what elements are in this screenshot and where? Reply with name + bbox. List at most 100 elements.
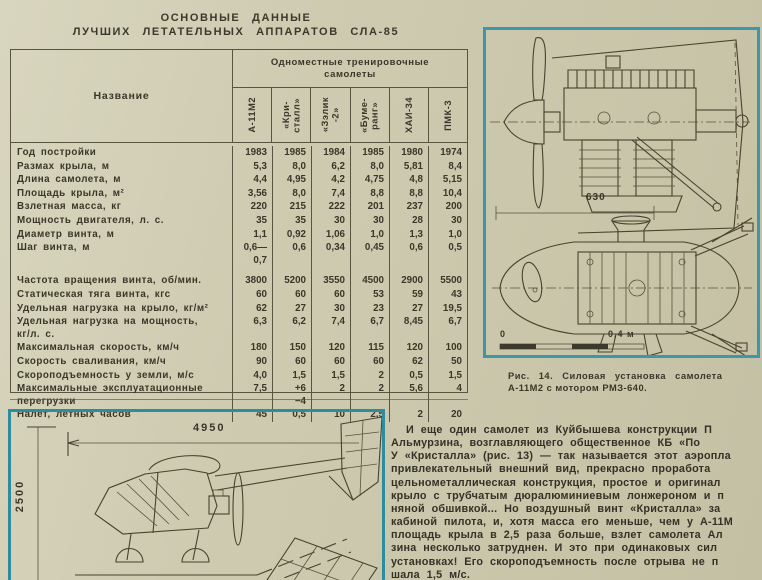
article-line: установках! Его скороподъемность после о… <box>391 555 719 568</box>
table-cell: 1983 <box>245 147 267 158</box>
table-cell: 30 <box>350 213 389 228</box>
column-header-label: «Зэлик -2» <box>319 97 341 133</box>
row-label: Год постройки <box>11 146 233 160</box>
group-header-block: Одноместные тренировочные самолеты А-11М… <box>233 50 467 142</box>
article-line: шала 1,5 м/с. <box>391 568 471 580</box>
table-cell: 53 <box>350 287 389 302</box>
article-line: цельнометаллическая конструкция, простое… <box>391 476 721 489</box>
table-header: Название Одноместные тренировочные самол… <box>11 50 467 143</box>
figure-13-frame: 4950 2500 <box>8 409 385 580</box>
table-bottom-rule <box>10 399 468 400</box>
table-cell: 4,0 <box>253 369 267 381</box>
table-cell: 62 <box>389 354 428 369</box>
table-cell: 2 <box>350 382 389 409</box>
article-line: зина несколько затруднен. И это при один… <box>391 542 718 555</box>
table-cell: 35 <box>256 214 267 226</box>
table-cell: 90 <box>256 355 267 367</box>
table-cell: 6,2 <box>311 159 350 174</box>
table-cell: 1,5 <box>428 368 467 383</box>
table-cell: 1,3 <box>389 227 428 242</box>
row-label: Мощность двигателя, л. с. <box>11 213 233 228</box>
table-cell: 1980 <box>389 146 428 160</box>
article-line: кабиной пилота, и, хотя масса его меньше… <box>391 516 734 529</box>
table-cell: 8,8 <box>389 186 428 201</box>
article-line: И еще один самолет из Куйбышева конструк… <box>406 424 713 436</box>
article-line: У «Кристалла» (рис. 13) — так называется… <box>391 450 731 463</box>
title-line-1: ОСНОВНЫЕ ДАННЫЕ <box>160 12 312 24</box>
table-cell: 59 <box>389 287 428 302</box>
table-cell: 5,81 <box>389 159 428 174</box>
table-cell: +6 −4 <box>272 382 311 409</box>
table-cell: 20 <box>428 408 467 422</box>
table-cell: 5,15 <box>428 173 467 187</box>
scale-zero-label: 0 <box>500 329 507 339</box>
article-text-column: И еще один самолет из Куйбышева конструк… <box>391 424 739 580</box>
row-label: Частота вращения винта, об/мин. <box>11 267 233 288</box>
table-cell: 62 <box>256 302 267 314</box>
table-cell: 115 <box>350 341 389 355</box>
row-label: Скороподъемность у земли, м/с <box>11 368 233 383</box>
column-header: ХАИ-34 <box>388 88 428 142</box>
table-cell: 8,4 <box>428 159 467 174</box>
column-header: «Зэлик -2» <box>310 88 349 142</box>
table-cell: 1985 <box>350 146 389 160</box>
table-cell: 4,8 <box>389 173 428 187</box>
row-label: Диаметр винта, м <box>11 227 233 242</box>
table-cell: 1,0 <box>350 227 389 242</box>
table-cell: 7,5 <box>253 383 267 395</box>
table-cell: 60 <box>311 287 350 302</box>
table-cell: 35 <box>272 213 311 228</box>
table-cell: 1,5 <box>311 368 350 383</box>
article-line: крыло с трубчатым дюралюминиевым лонжеро… <box>391 489 725 502</box>
table-cell: 0,5 <box>272 408 311 422</box>
table-cell: 237 <box>389 200 428 214</box>
table-cell: 5500 <box>428 267 467 288</box>
row-label: Скорость сваливания, км/ч <box>11 354 233 369</box>
aircraft-data-table: Название Одноместные тренировочные самол… <box>10 49 468 422</box>
table-cell: 30 <box>311 213 350 228</box>
table-cell: 2 <box>350 368 389 383</box>
article-line: Альмурзина, возглавляющего общественное … <box>391 437 701 450</box>
row-label: Максимальные эксплуатационные перегрузки <box>11 382 233 409</box>
table-cell: 2 <box>389 408 428 422</box>
table-cell: 19,5 <box>428 301 467 316</box>
page-title: ОСНОВНЫЕ ДАННЫЕ ЛУЧШИХ ЛЕТАТЕЛЬНЫХ АППАР… <box>0 11 472 39</box>
table-cell: 200 <box>428 200 467 214</box>
column-header-label: А-11М2 <box>246 97 257 133</box>
table-cell: 120 <box>389 341 428 355</box>
table-column-headers: А-11М2 «Кри- сталл» «Зэлик -2» «Буме- ранг»… <box>233 88 467 142</box>
scale-04m-label: 0,4 м <box>608 329 635 339</box>
table-cell: 222 <box>311 200 350 214</box>
table-cell: 3800 <box>245 275 267 287</box>
row-label: Шаг винта, м <box>11 241 233 268</box>
table-cell: 43 <box>428 287 467 302</box>
row-label: Размах крыла, м <box>11 159 233 174</box>
table-cell: 30 <box>428 213 467 228</box>
table-cell: 1984 <box>311 146 350 160</box>
table-cell: 2,5 <box>350 408 389 422</box>
table-cell: 60 <box>272 354 311 369</box>
row-label: Статическая тяга винта, кгс <box>11 287 233 302</box>
column-header: «Кри- сталл» <box>271 88 310 142</box>
table-cell: 220 <box>250 201 267 213</box>
row-label: Максимальная скорость, км/ч <box>11 341 233 355</box>
article-line: привлекательный внешний вид, прекрасно п… <box>391 463 711 476</box>
table-cell: 8,0 <box>272 186 311 201</box>
dimension-2500-label: 2500 <box>14 479 27 513</box>
table-cell: 4,75 <box>350 173 389 187</box>
table-cell: 23 <box>350 301 389 316</box>
table-cell: 150 <box>272 341 311 355</box>
table-cell: 60 <box>272 287 311 302</box>
table-cell: 100 <box>428 341 467 355</box>
table-cell: 0,6— 0,7 <box>243 242 267 266</box>
article-line: няной обшивкой... Но воздушный винт «Кри… <box>391 502 721 515</box>
table-cell: 28 <box>389 213 428 228</box>
table-cell: 4,2 <box>311 173 350 187</box>
table-cell: 4,4 <box>253 174 267 186</box>
column-header: А-11М2 <box>233 88 271 142</box>
column-header-label: «Буме- ранг» <box>359 97 380 133</box>
table-cell: 0,6 <box>389 241 428 268</box>
table-cell: 60 <box>256 288 267 300</box>
